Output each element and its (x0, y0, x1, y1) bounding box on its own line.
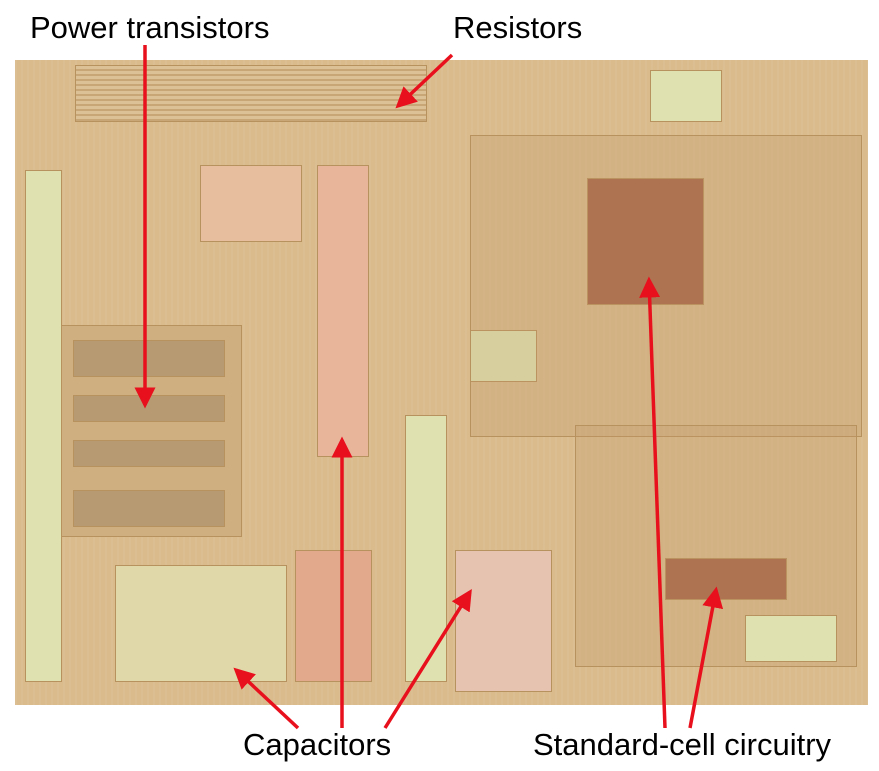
logic-block (470, 135, 862, 437)
resistor-region (75, 65, 427, 122)
label-power-transistors: Power transistors (30, 10, 270, 45)
power-transistor-strip (73, 490, 225, 527)
arrow-standard-cell-1 (639, 276, 667, 729)
arrow-capacitors-1 (233, 667, 300, 730)
arrow-standard-cell-2 (688, 586, 724, 729)
capacitor-column (295, 550, 372, 682)
arrow-resistors (395, 53, 454, 109)
chip-die-photo (15, 60, 868, 705)
capacitor-column (317, 165, 369, 457)
standard-cell-region (665, 558, 787, 600)
green-region (650, 70, 722, 122)
green-region (745, 615, 837, 662)
green-region (115, 565, 287, 682)
label-standard-cell-circuitry: Standard-cell circuitry (533, 727, 832, 762)
power-transistor-strip (73, 340, 225, 377)
green-region (470, 330, 537, 382)
label-resistors: Resistors (453, 10, 583, 45)
power-transistor-strip (73, 440, 225, 467)
arrow-capacitors-3 (383, 589, 472, 729)
label-capacitors: Capacitors (243, 727, 392, 762)
capacitor-block (200, 165, 302, 242)
capacitor-block (455, 550, 552, 692)
green-region (25, 170, 62, 682)
